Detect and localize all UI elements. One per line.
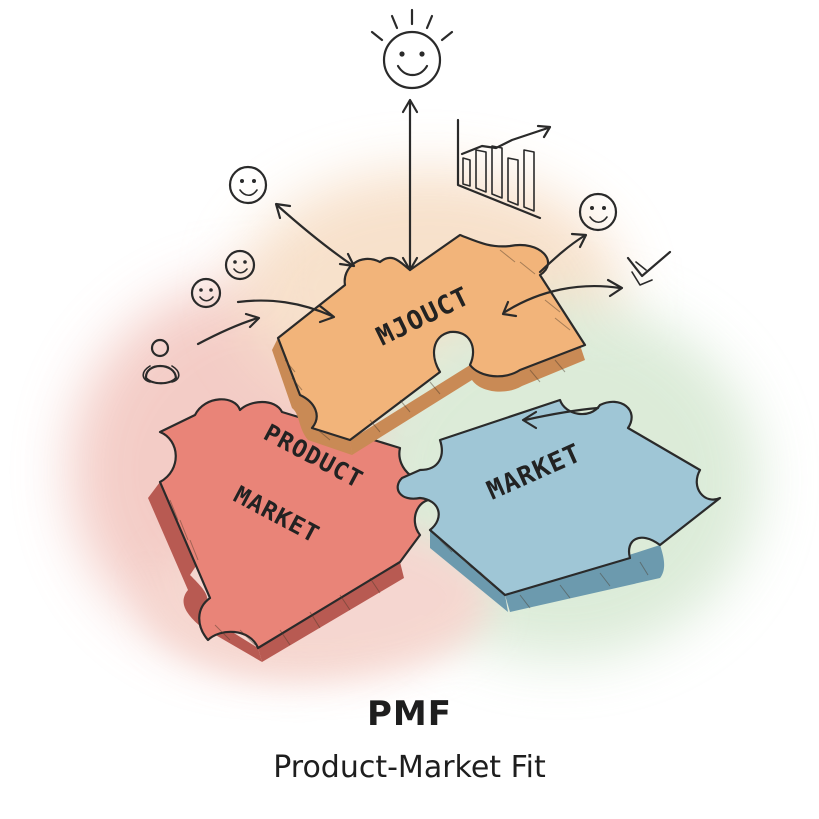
smiley-icon-left-b <box>190 277 222 309</box>
smiley-icon-left-a <box>224 249 256 281</box>
arrow-upper-left <box>274 202 356 268</box>
chart-up-icon <box>456 118 552 220</box>
piece-left-face <box>158 398 440 650</box>
arrow-into-market <box>521 406 600 430</box>
piece-top-face <box>276 233 587 442</box>
arrow-left-to-piece <box>236 299 336 324</box>
puzzle-piece-product-market: PRODUCT MARKET <box>148 398 440 662</box>
piece-top-hatching <box>284 249 571 441</box>
caption-title: PMF <box>367 694 452 734</box>
piece-left-side <box>148 482 262 662</box>
piece-top-side <box>272 338 352 455</box>
puzzle-piece-market: MARKET <box>396 398 722 612</box>
arrow-right-check <box>501 278 624 318</box>
smiley-sun-icon <box>370 8 454 90</box>
person-icon <box>142 338 180 385</box>
piece-right-side <box>430 530 508 612</box>
caption-subtitle: Product-Market Fit <box>273 750 546 785</box>
vertical-arrow <box>401 98 419 272</box>
checkmark-icon <box>626 250 672 286</box>
piece-right-face <box>396 398 722 597</box>
arrow-person-to-smiley <box>196 312 261 346</box>
smiley-icon-right <box>578 192 618 232</box>
piece-left-hatching <box>169 499 381 646</box>
smiley-icon-upper-left <box>228 165 268 205</box>
piece-right-hatching <box>439 539 649 609</box>
arrow-right-smiley <box>538 232 588 274</box>
